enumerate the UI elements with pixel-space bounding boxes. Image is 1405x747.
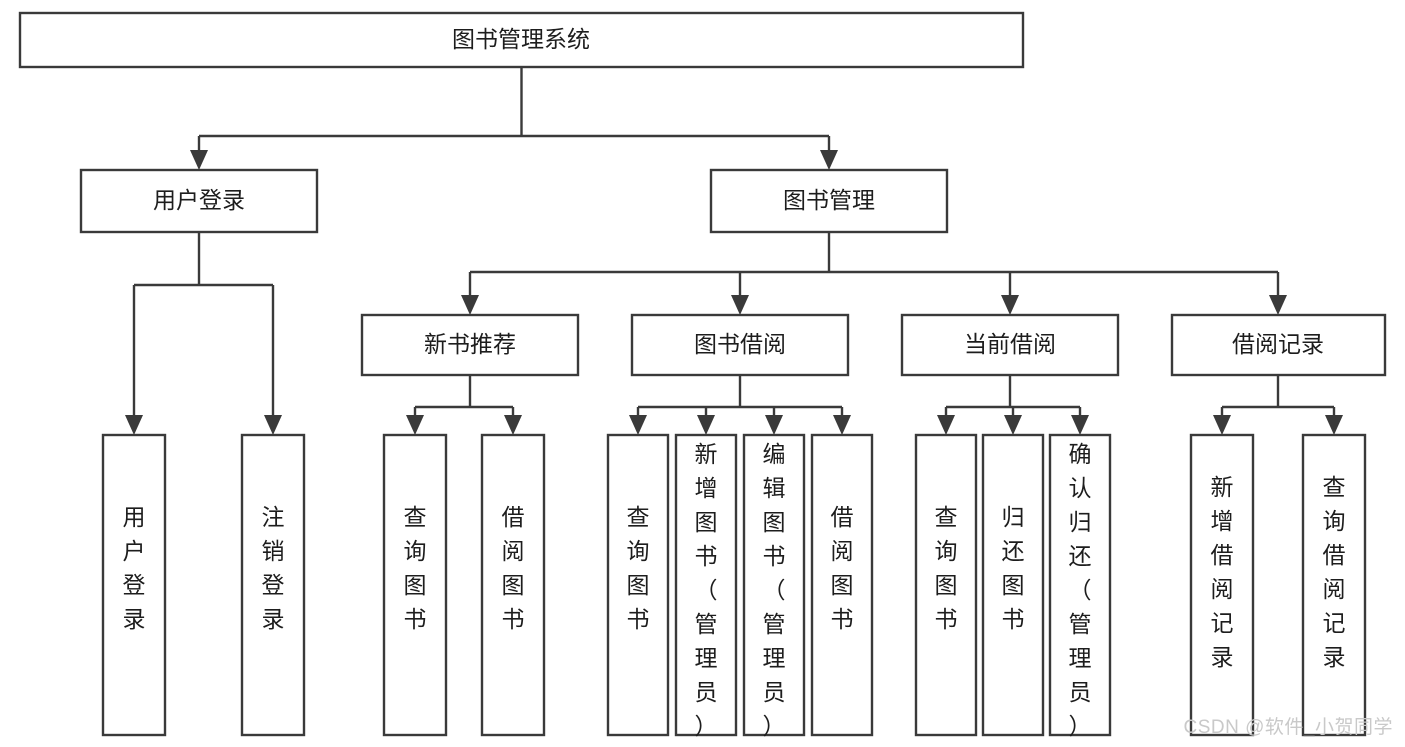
connector-bookmgmt-to-level3	[461, 232, 1287, 315]
connector-userlogin-to-leaves	[125, 232, 282, 435]
node-label-leaf-query-borrow-record: 查询借阅记录	[1323, 474, 1346, 670]
node-leaf-query-books-borrow[interactable]: 查询图书	[606, 433, 670, 737]
node-label-leaf-query-books-current: 查询图书	[935, 504, 958, 632]
node-label-leaf-confirm-return-admin: 确认归还（管理员）	[1069, 441, 1092, 739]
connector-root-to-level2	[190, 67, 838, 170]
node-new-book-recommendation[interactable]: 新书推荐	[360, 313, 580, 377]
node-label-leaf-borrow-books-recommend: 借阅图书	[502, 504, 525, 632]
node-label-root: 图书管理系统	[452, 26, 590, 52]
node-root-book-management-system[interactable]: 图书管理系统	[18, 11, 1025, 69]
node-label-leaf-logout: 注销登录	[262, 504, 285, 632]
node-book-management[interactable]: 图书管理	[709, 168, 949, 234]
node-leaf-add-borrow-record[interactable]: 新增借阅记录	[1189, 433, 1255, 737]
node-leaf-query-books-current[interactable]: 查询图书	[914, 433, 978, 737]
node-label-current-borrowing: 当前借阅	[964, 331, 1056, 357]
node-leaf-user-login[interactable]: 用户登录	[101, 433, 167, 737]
node-label-leaf-user-login: 用户登录	[123, 504, 146, 632]
connector-newbook-to-leaves	[406, 375, 522, 435]
node-label-book-borrowing: 图书借阅	[694, 331, 786, 357]
node-leaf-borrow-books-recommend[interactable]: 借阅图书	[480, 433, 546, 737]
csdn-watermark: CSDN @软件_小贺同学	[1183, 717, 1393, 738]
node-leaf-logout[interactable]: 注销登录	[240, 433, 306, 737]
connector-records-to-leaves	[1213, 375, 1343, 435]
node-user-login[interactable]: 用户登录	[79, 168, 319, 234]
node-label-new-book-recommendation: 新书推荐	[424, 331, 516, 357]
node-label-leaf-query-books-borrow: 查询图书	[627, 504, 650, 632]
node-leaf-add-book-admin[interactable]: 新增图书（管理员）	[674, 433, 738, 739]
node-label-borrow-records: 借阅记录	[1232, 331, 1324, 357]
connector-current-to-leaves	[937, 375, 1089, 435]
node-leaf-borrow-books-borrow[interactable]: 借阅图书	[810, 433, 874, 737]
node-label-leaf-borrow-books-borrow: 借阅图书	[831, 504, 854, 632]
node-current-borrowing[interactable]: 当前借阅	[900, 313, 1120, 377]
node-leaf-return-books[interactable]: 归还图书	[981, 433, 1045, 737]
node-leaf-confirm-return-admin[interactable]: 确认归还（管理员）	[1048, 433, 1112, 739]
node-label-leaf-edit-book-admin: 编辑图书（管理员）	[763, 441, 786, 739]
node-leaf-query-borrow-record[interactable]: 查询借阅记录	[1301, 433, 1367, 737]
node-borrow-records[interactable]: 借阅记录	[1170, 313, 1387, 377]
node-label-leaf-add-book-admin: 新增图书（管理员）	[695, 441, 718, 739]
node-label-user-login: 用户登录	[153, 187, 245, 213]
node-leaf-query-books-recommend[interactable]: 查询图书	[382, 433, 448, 737]
connector-borrow-to-leaves	[629, 375, 851, 435]
node-label-leaf-add-borrow-record: 新增借阅记录	[1211, 474, 1234, 670]
node-book-borrowing[interactable]: 图书借阅	[630, 313, 850, 377]
node-label-leaf-return-books: 归还图书	[1002, 504, 1025, 632]
node-label-leaf-query-books-recommend: 查询图书	[404, 504, 427, 632]
node-leaf-edit-book-admin[interactable]: 编辑图书（管理员）	[742, 433, 806, 739]
node-label-book-management: 图书管理	[783, 187, 875, 213]
